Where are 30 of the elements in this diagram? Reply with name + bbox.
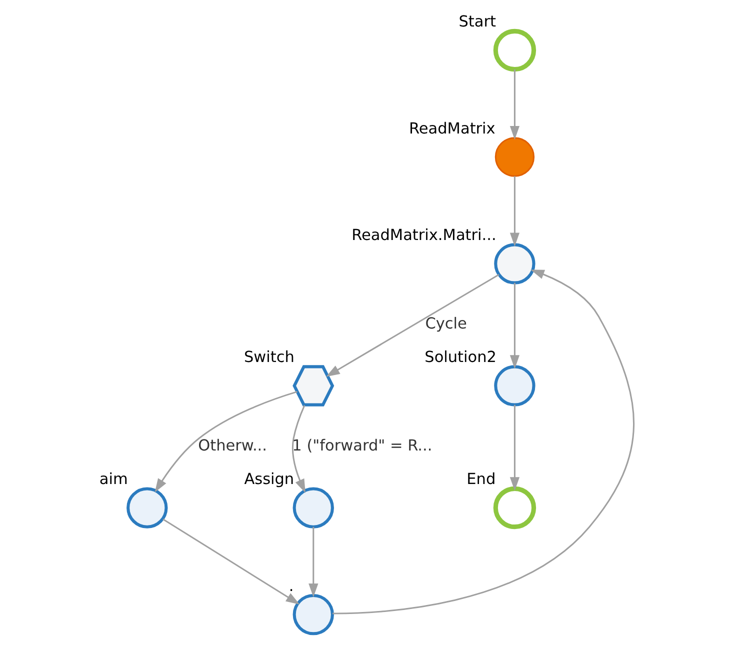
node-circle — [494, 137, 534, 177]
arrow — [509, 282, 520, 369]
node-label: ReadMatrix.Matri... — [351, 226, 496, 244]
node-circle — [126, 487, 168, 528]
arrow — [509, 176, 520, 247]
node-label: aim — [98, 470, 128, 488]
arrow — [291, 404, 305, 493]
node-circle — [494, 365, 535, 406]
node-label: Switch — [243, 348, 294, 366]
edge-label: 1 ("forward" = R... — [292, 436, 432, 455]
node-label: Start — [458, 12, 496, 31]
node-circle — [292, 594, 334, 636]
arrow — [154, 390, 297, 492]
arrow — [509, 404, 520, 491]
node-label: End — [466, 470, 496, 488]
node-label: . — [288, 576, 294, 595]
arrow — [326, 274, 499, 377]
node-circle — [494, 243, 535, 284]
edge-label: Cycle — [424, 314, 466, 333]
edge-label: Otherw... — [198, 436, 267, 455]
node-circle — [492, 28, 536, 72]
arrow — [308, 526, 318, 598]
arrow — [332, 270, 634, 614]
arrow — [509, 69, 520, 140]
node-circle — [492, 486, 536, 530]
node-label: Solution2 — [424, 348, 496, 366]
node-label: Assign — [244, 470, 294, 488]
arrow — [162, 518, 300, 604]
node-label: ReadMatrix — [408, 119, 495, 138]
node-circle — [292, 487, 334, 528]
